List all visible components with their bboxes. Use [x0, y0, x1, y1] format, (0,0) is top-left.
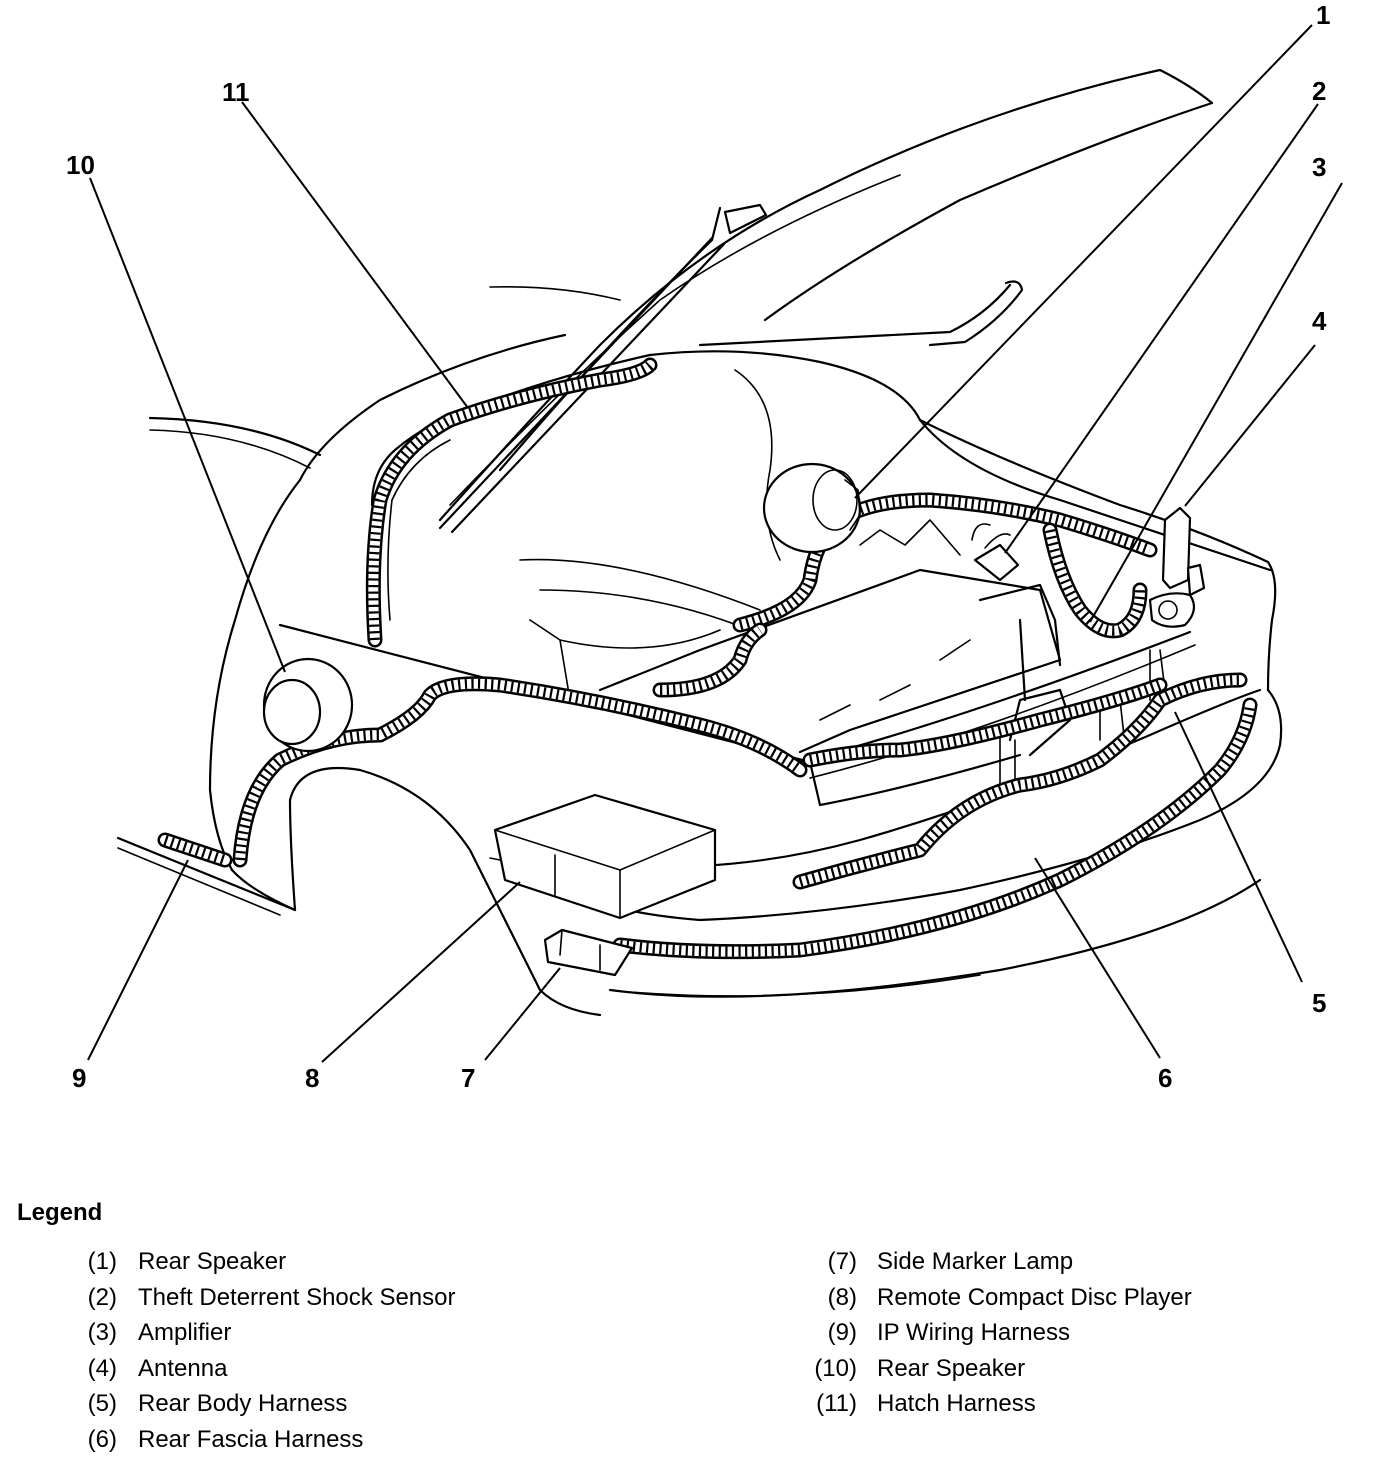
legend-label: Side Marker Lamp: [877, 1248, 1074, 1275]
legend-number: (7): [827, 1248, 857, 1275]
legend-number: (11): [816, 1390, 857, 1418]
legend-number: (5): [87, 1390, 117, 1418]
callout-6: 6: [1158, 1063, 1172, 1093]
callout-2: 2: [1312, 76, 1326, 106]
callout-11: 11: [222, 77, 250, 107]
leader-2: [1004, 103, 1319, 554]
antenna: [1161, 506, 1206, 597]
legend-label: IP Wiring Harness: [877, 1319, 1070, 1347]
callout-4: 4: [1312, 306, 1327, 336]
rear-speaker-right: [762, 462, 862, 554]
leader-lines: [87, 24, 1343, 1063]
legend-number: (4): [87, 1354, 117, 1382]
legend-label: Hatch Harness: [877, 1390, 1036, 1418]
legend-label: Rear Speaker: [138, 1248, 287, 1275]
legend-label: Rear Body Harness: [138, 1390, 348, 1418]
leader-7: [484, 967, 561, 1061]
callout-5: 5: [1312, 988, 1326, 1018]
leader-5: [1174, 711, 1303, 983]
callout-3: 3: [1312, 152, 1326, 182]
legend-label: Amplifier: [138, 1319, 232, 1347]
legend-number: (9): [827, 1319, 857, 1347]
legend-number: (2): [87, 1283, 117, 1311]
legend-title: Legend: [17, 1199, 103, 1226]
legend-label: Rear Speaker: [877, 1354, 1026, 1382]
theft-deterrent-shock-sensor: [971, 523, 1020, 582]
hatch-harness: [365, 357, 658, 648]
rear-body-harness: [232, 492, 1168, 868]
ip-wiring-harness: [157, 832, 233, 868]
amplifier: [1148, 592, 1196, 628]
callout-8: 8: [305, 1063, 319, 1093]
legend-number: (10): [814, 1354, 857, 1382]
leader-6: [1034, 857, 1161, 1059]
legend-number: (6): [87, 1425, 117, 1453]
legend-label: Remote Compact Disc Player: [877, 1283, 1192, 1311]
leader-8: [321, 881, 521, 1063]
callout-1: 1: [1316, 0, 1330, 30]
leader-10: [89, 177, 286, 673]
leader-11: [241, 101, 469, 409]
legend-label: Theft Deterrent Shock Sensor: [138, 1283, 456, 1311]
legend-number: (8): [827, 1283, 857, 1311]
callout-7: 7: [461, 1063, 475, 1093]
side-marker-lamp: [543, 928, 634, 977]
rear-fascia-harness: [612, 672, 1258, 960]
callout-10: 10: [66, 150, 95, 180]
leader-1: [854, 24, 1313, 499]
remote-compact-disc-player: [489, 793, 717, 920]
rear-speaker-left: [262, 657, 354, 753]
callout-numbers: 1 2 3 4 5 6 7 8 9 10 11: [66, 0, 1330, 1093]
legend-label: Rear Fascia Harness: [138, 1425, 364, 1453]
leader-9: [87, 859, 189, 1061]
rear-compartment-diagram: 1 2 3 4 5 6 7 8 9 10 11: [66, 0, 1343, 1093]
legend-number: (1): [87, 1248, 117, 1275]
callout-9: 9: [72, 1063, 86, 1093]
legend-label: Antenna: [138, 1354, 228, 1382]
leader-3: [1089, 182, 1343, 623]
legend-number: (3): [87, 1319, 117, 1347]
leader-4: [1184, 344, 1316, 507]
